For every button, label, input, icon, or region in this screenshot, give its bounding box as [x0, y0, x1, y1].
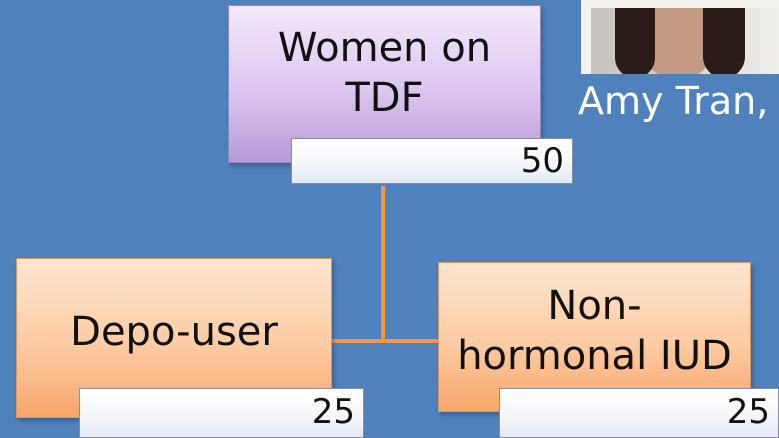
root-node: Women on TDF [228, 5, 541, 163]
root-count: 50 [291, 138, 573, 184]
left-child-count: 25 [79, 388, 364, 438]
right-child-label-line2: hormonal IUD [457, 333, 732, 379]
root-label-line1: Women on [277, 25, 492, 71]
left-child-label: Depo-user [70, 309, 278, 355]
connector-vertical [381, 186, 385, 341]
right-child-node: Non- hormonal IUD [438, 262, 751, 412]
root-label-line2: TDF [345, 75, 424, 121]
presenter-photo [581, 0, 779, 74]
connector-horizontal [330, 339, 440, 343]
right-child-count: 25 [499, 388, 779, 438]
right-child-label-line1: Non- [547, 283, 642, 329]
presenter-caption: Amy Tran, [578, 79, 769, 123]
